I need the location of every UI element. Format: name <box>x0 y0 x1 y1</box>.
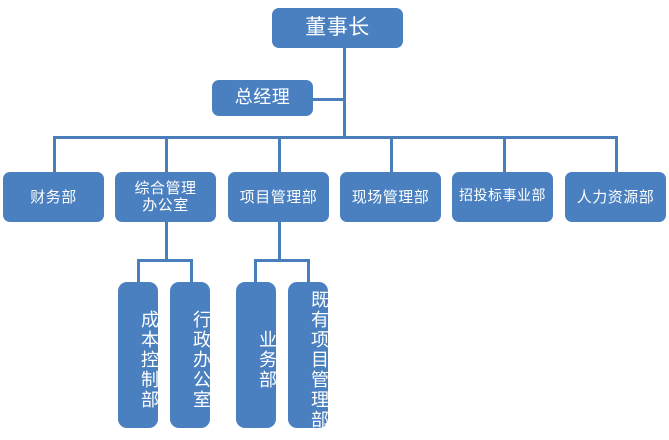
connector-general-manager-link <box>312 98 346 101</box>
node-chairman-label: 董事长 <box>305 15 370 40</box>
connector-sub-bus-project-management-dept <box>254 259 310 262</box>
node-project-management-dept[interactable]: 项目管理部 <box>228 172 329 222</box>
node-site-management-dept[interactable]: 现场管理部 <box>340 172 441 222</box>
node-project-management-dept-label: 项目管理部 <box>239 187 318 206</box>
node-business-dept[interactable]: 业务部 <box>236 282 277 428</box>
node-existing-project-management-dept-label: 既有项目管理部 <box>308 290 329 430</box>
connector-drop-general-admin-office <box>165 136 168 173</box>
node-finance-dept-label: 财务部 <box>30 187 77 206</box>
node-cost-control-dept-label: 成本控制部 <box>138 310 159 410</box>
connector-chairman-stem <box>343 48 346 136</box>
node-finance-dept[interactable]: 财务部 <box>3 172 104 222</box>
node-human-resources-dept-label: 人力资源部 <box>576 187 655 206</box>
node-general-manager[interactable]: 总经理 <box>212 80 313 116</box>
node-administrative-office[interactable]: 行政办公室 <box>170 282 211 428</box>
connector-drop-administrative-office <box>190 259 193 282</box>
node-cost-control-dept[interactable]: 成本控制部 <box>118 282 159 428</box>
node-existing-project-management-dept[interactable]: 既有项目管理部 <box>288 282 329 430</box>
connector-drop-bidding-division <box>503 136 506 173</box>
connector-drop-existing-project-management-dept <box>307 259 310 282</box>
connector-drop-project-management-dept <box>278 136 281 173</box>
connector-drop-site-management-dept <box>390 136 393 173</box>
node-general-admin-office-label: 综合管理 办公室 <box>134 179 197 214</box>
node-chairman[interactable]: 董事长 <box>272 8 403 48</box>
node-general-admin-office[interactable]: 综合管理 办公室 <box>115 172 216 222</box>
node-business-dept-label: 业务部 <box>256 330 277 390</box>
connector-drop-finance-dept <box>53 136 56 173</box>
connector-stem-project-management-dept <box>278 222 281 262</box>
connector-level3-bus <box>53 136 618 139</box>
node-human-resources-dept[interactable]: 人力资源部 <box>565 172 666 222</box>
connector-drop-cost-control-dept <box>137 259 140 282</box>
node-bidding-division[interactable]: 招投标事业部 <box>452 172 553 222</box>
connector-sub-bus-general-admin-office <box>137 259 193 262</box>
connector-drop-business-dept <box>254 259 257 282</box>
node-administrative-office-label: 行政办公室 <box>190 310 211 410</box>
node-bidding-division-label: 招投标事业部 <box>459 188 546 205</box>
connector-stem-general-admin-office <box>165 222 168 262</box>
connector-drop-human-resources-dept <box>615 136 618 173</box>
node-general-manager-label: 总经理 <box>234 86 291 108</box>
node-site-management-dept-label: 现场管理部 <box>351 187 430 206</box>
